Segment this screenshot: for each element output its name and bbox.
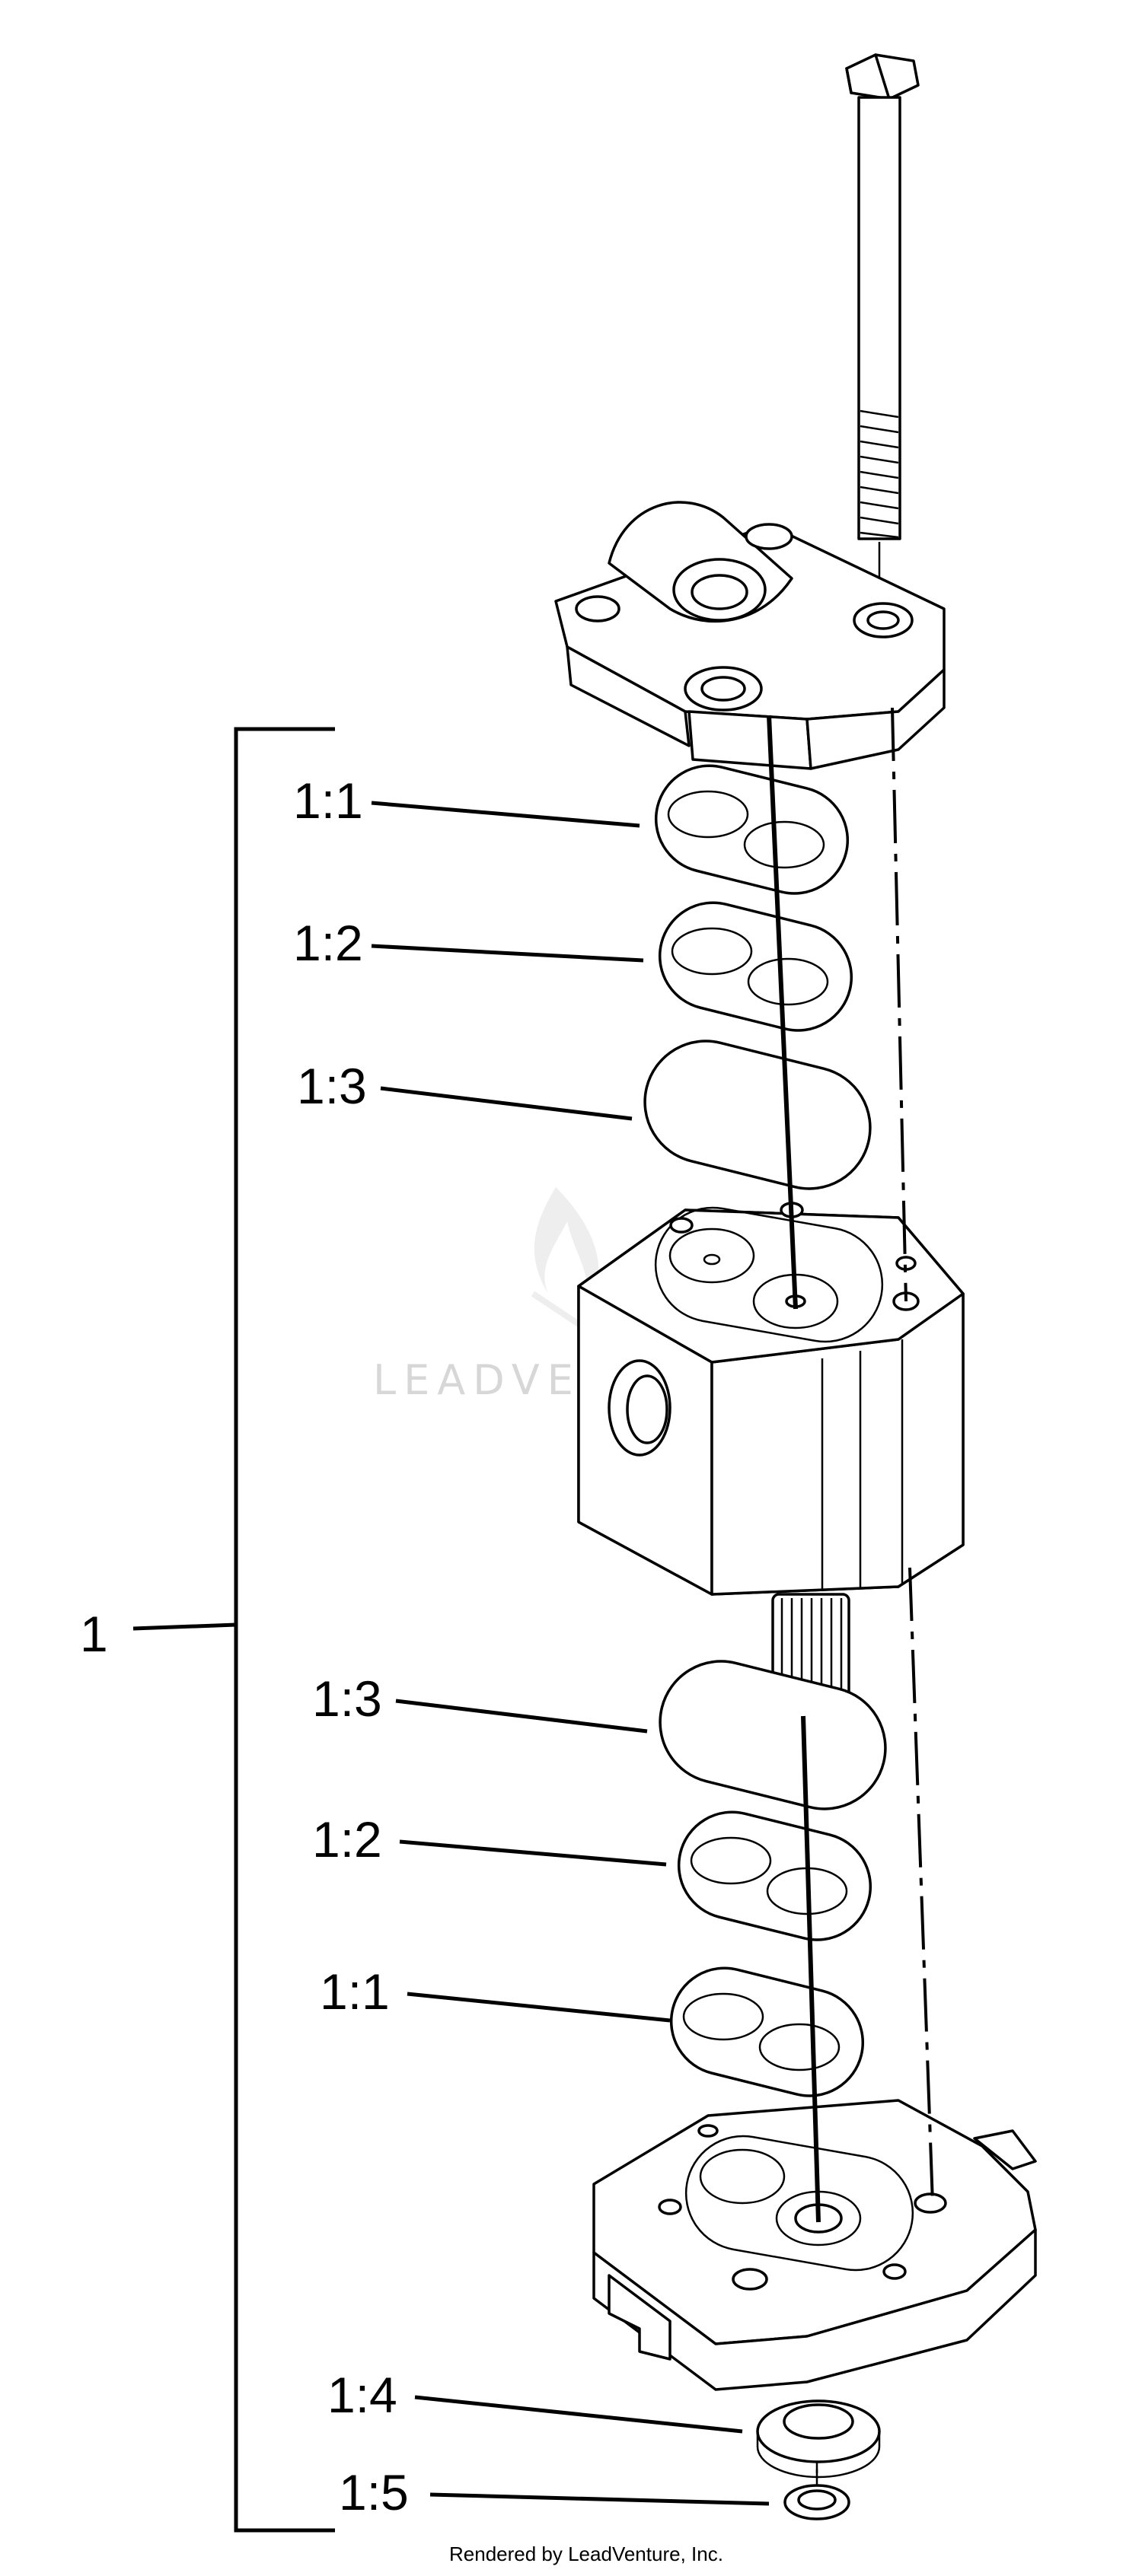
top-cover	[554, 501, 946, 770]
alignment-lines	[767, 707, 934, 2473]
callout-1-1-bottom: 1:1	[320, 1963, 390, 2020]
o-ring-top-1-3	[643, 1040, 872, 1190]
callout-1-2-top: 1:2	[293, 915, 363, 971]
bolt	[845, 53, 920, 601]
gasket-top-1-2	[658, 901, 853, 1032]
render-credit: Rendered by LeadVenture, Inc.	[449, 2543, 723, 2565]
assembly-label: 1	[80, 1606, 108, 1662]
retaining-ring-1-5	[783, 2469, 850, 2520]
callout-1-2-bottom: 1:2	[312, 1811, 382, 1868]
pump-body	[577, 1202, 965, 1596]
callout-1-3-bottom: 1:3	[312, 1670, 382, 1727]
callout-1-1-top: 1:1	[293, 772, 363, 829]
assembly-bracket	[132, 727, 335, 2533]
bottom-cover	[592, 2099, 1037, 2391]
callout-1-5: 1:5	[339, 2464, 409, 2520]
gasket-top-1-1	[654, 764, 850, 895]
callout-1-4: 1:4	[327, 2367, 397, 2423]
callout-1-3-top: 1:3	[297, 1058, 367, 1114]
o-ring-bottom-1-3	[659, 1660, 887, 1810]
gasket-bottom-1-2	[677, 1810, 872, 1941]
shaft-seal-1-4	[756, 2399, 881, 2479]
leader-lines	[371, 801, 770, 2506]
gasket-bottom-1-1	[669, 1966, 865, 2097]
